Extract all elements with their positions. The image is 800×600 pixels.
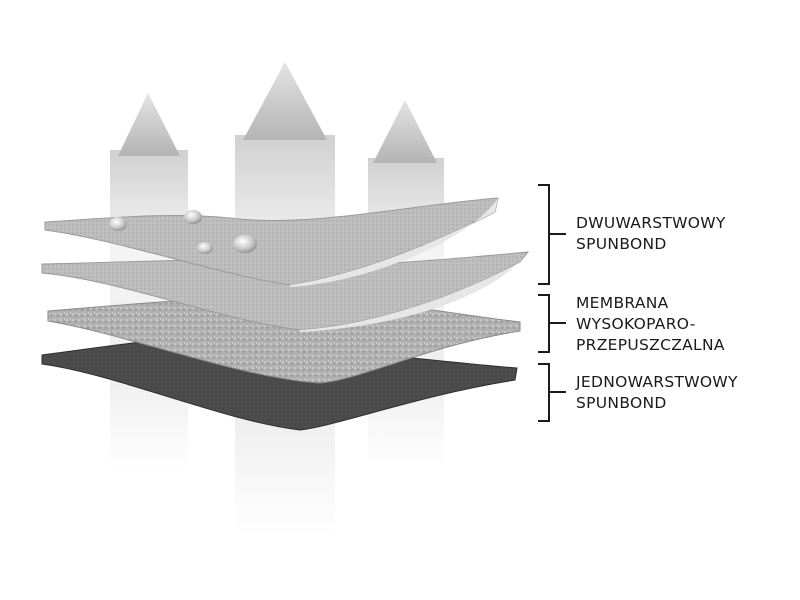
arrow-up-icon (118, 93, 180, 156)
label-dwuwarstwowy-spunbond: DWUWARSTWOWY SPUNBOND (576, 213, 726, 255)
label-line: PRZEPUSZCZALNA (576, 336, 725, 354)
label-line: MEMBRANA (576, 294, 669, 312)
label-line: WYSOKOPARO- (576, 315, 696, 333)
label-line: DWUWARSTWOWY (576, 214, 726, 232)
label-line: JEDNOWARSTWOWY (576, 373, 738, 391)
droplet-icon (197, 242, 213, 254)
arrow-up-icon (373, 100, 437, 163)
label-jednowarstwowy-spunbond: JEDNOWARSTWOWY SPUNBOND (576, 372, 738, 414)
arrow-up-icon (243, 62, 327, 140)
droplet-icon (233, 235, 257, 253)
bracket-jednowarstwowy (538, 363, 566, 422)
droplet-icon (109, 217, 127, 231)
droplet-icon (184, 210, 202, 224)
bracket-membrana (538, 294, 566, 353)
bracket-dwuwarstwowy (538, 184, 566, 285)
brackets (538, 184, 566, 422)
water-droplets (109, 210, 257, 254)
label-line: SPUNBOND (576, 394, 667, 412)
label-membrana: MEMBRANA WYSOKOPARO- PRZEPUSZCZALNA (576, 293, 725, 356)
label-line: SPUNBOND (576, 235, 667, 253)
